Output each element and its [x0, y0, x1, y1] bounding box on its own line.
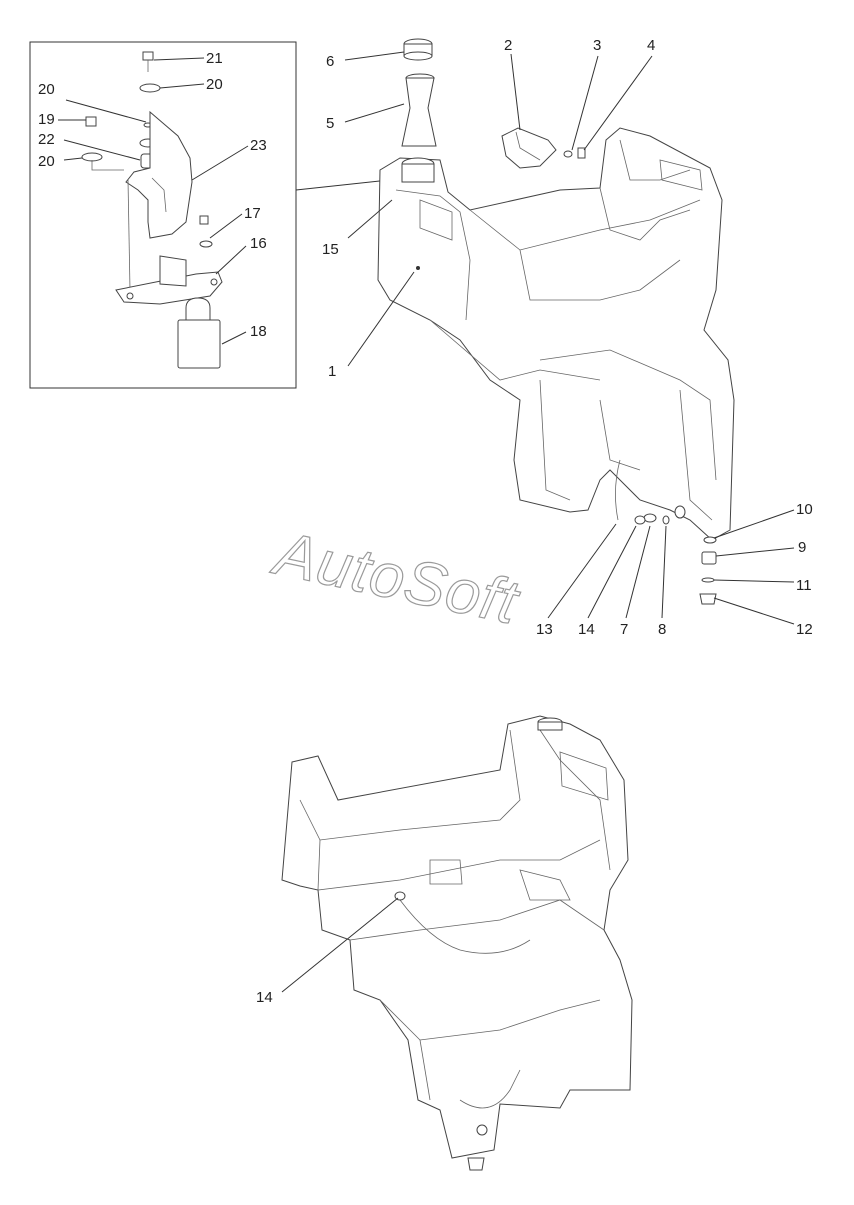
callout-3: 3 — [593, 37, 601, 54]
watermark: AutoSoft — [266, 518, 526, 638]
callout-18: 18 — [250, 323, 267, 340]
callout-7: 7 — [620, 621, 628, 638]
callout-14-lower: 14 — [256, 989, 273, 1006]
callout-9: 9 — [798, 539, 806, 556]
callout-labels: 6 5 2 3 4 15 1 10 9 11 12 13 14 7 8 21 2… — [38, 37, 813, 1006]
inset-parts — [81, 51, 223, 369]
callout-20: 20 — [38, 81, 55, 98]
callout-12: 12 — [796, 621, 813, 638]
callout-16: 16 — [250, 235, 267, 252]
callout-6: 6 — [326, 53, 334, 70]
callout-23: 23 — [250, 137, 267, 154]
callout-10: 10 — [796, 501, 813, 518]
callout-2: 2 — [504, 37, 512, 54]
callout-8: 8 — [658, 621, 666, 638]
callout-1: 1 — [328, 363, 336, 380]
callout-22: 22 — [38, 131, 55, 148]
callout-20: 20 — [206, 76, 223, 93]
callout-5: 5 — [326, 115, 334, 132]
tank-upper-view — [377, 127, 735, 541]
callout-14: 14 — [578, 621, 595, 638]
callout-4: 4 — [647, 37, 655, 54]
callout-15: 15 — [322, 241, 339, 258]
bracket-and-fasteners — [501, 127, 586, 169]
callout-leaders — [58, 51, 795, 625]
inset-detail-frame — [29, 41, 297, 389]
filler-cap-and-neck — [401, 38, 437, 147]
callout-20: 20 — [38, 153, 55, 170]
callout-11: 11 — [796, 577, 812, 594]
tank-lower-view — [281, 715, 633, 1171]
callout-21: 21 — [206, 50, 223, 67]
callout-19: 19 — [38, 111, 55, 128]
callout-17: 17 — [244, 205, 261, 222]
drain-parts — [699, 536, 717, 605]
callout-13: 13 — [536, 621, 553, 638]
